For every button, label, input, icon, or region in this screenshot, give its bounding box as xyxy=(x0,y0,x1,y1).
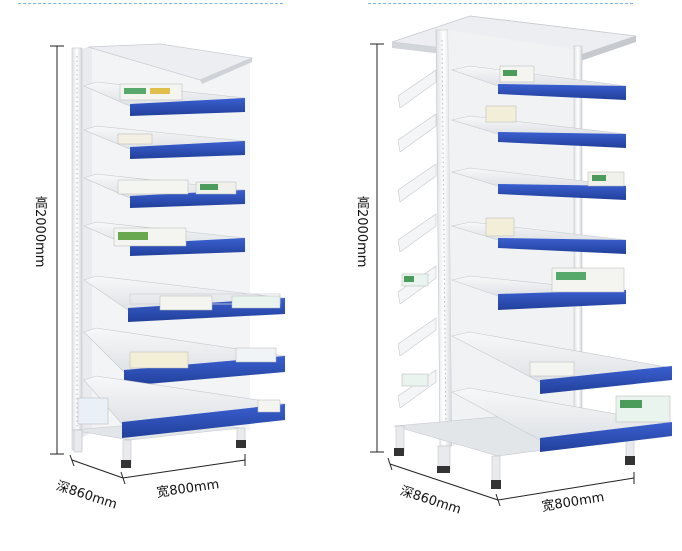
right-shelf-3 xyxy=(450,167,627,200)
right-shelf-5 xyxy=(450,267,627,310)
left-shelf-3 xyxy=(83,173,246,208)
left-shelf-5-drawer xyxy=(83,275,286,322)
right-height-dimension-line xyxy=(370,43,384,453)
right-shelf-6-drawer xyxy=(451,331,673,394)
left-shelf-1 xyxy=(83,81,246,116)
right-shelf-2 xyxy=(450,105,627,148)
left-shelf-7-drawer xyxy=(77,375,286,438)
left-shelf-6-drawer xyxy=(83,327,286,386)
right-shelf-4 xyxy=(450,217,627,254)
divider-dash-left xyxy=(18,3,283,4)
left-shelf-unit xyxy=(50,43,286,485)
right-height-label: 高2000mm xyxy=(354,196,369,268)
right-shelf-unit xyxy=(370,15,673,507)
left-height-dimension-line xyxy=(50,45,64,455)
right-back-shelves xyxy=(397,69,437,409)
right-shelf-1 xyxy=(450,65,627,100)
left-shelf-4 xyxy=(83,221,246,256)
left-shelf-2 xyxy=(83,125,246,159)
divider-dash-right xyxy=(368,3,633,4)
left-depth-dimension-line xyxy=(69,454,126,485)
left-height-label: 高2000mm xyxy=(32,196,47,268)
left-width-dimension-line xyxy=(122,454,246,479)
right-shelf-7-drawer xyxy=(451,387,673,452)
right-width-dimension-line xyxy=(497,472,635,501)
